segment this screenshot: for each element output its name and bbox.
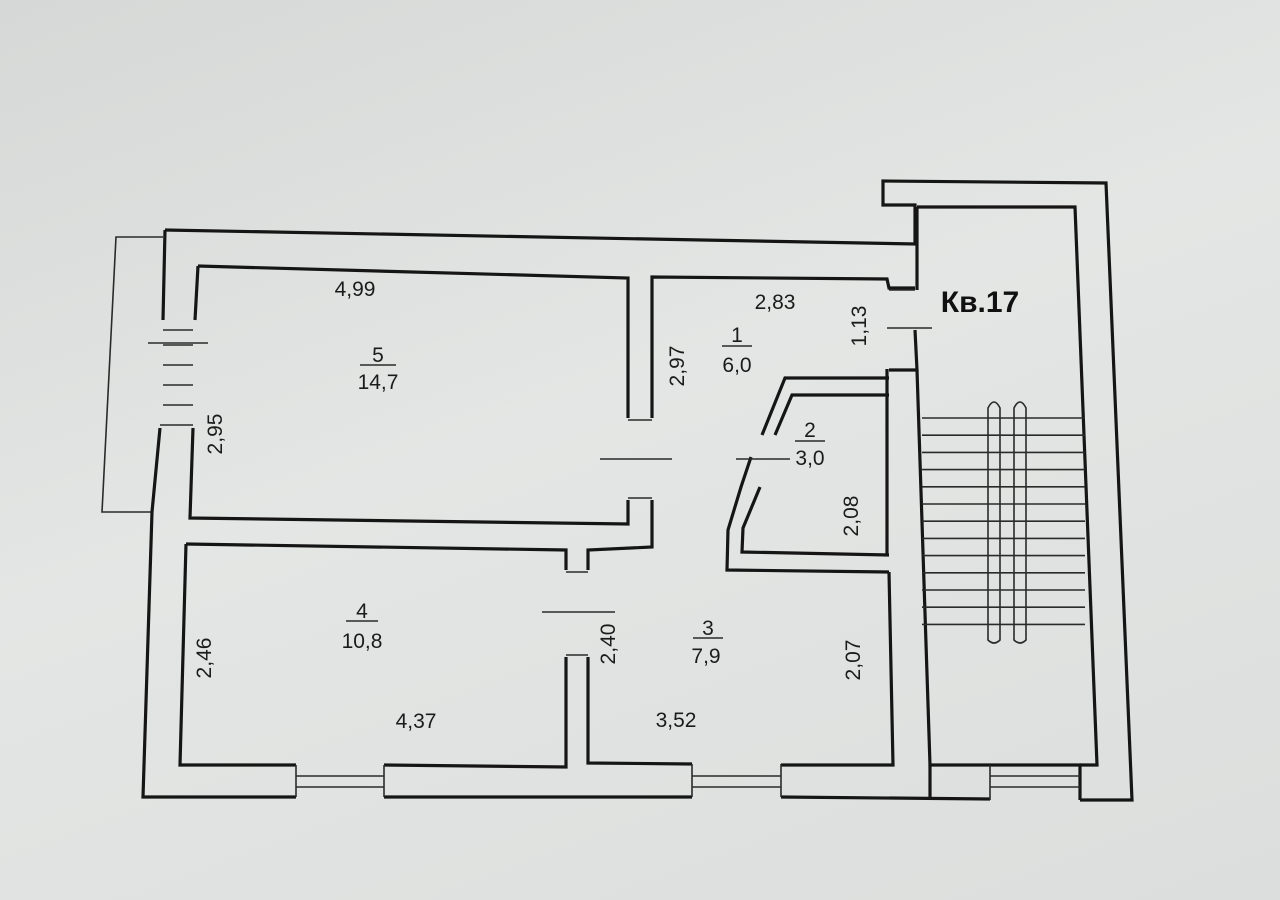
dim-room1-width: 2,83	[755, 291, 796, 314]
dim-room1-height: 2,97	[666, 346, 689, 387]
dim-room4-width: 4,37	[396, 710, 437, 733]
room-3	[586, 657, 693, 766]
outer-walls	[141, 179, 1134, 802]
room-2	[725, 376, 890, 574]
room-3-number: 3	[702, 617, 714, 640]
balcony	[101, 236, 163, 513]
room-2-area: 3,0	[795, 447, 824, 470]
dim-passage-width: 1,13	[848, 306, 871, 347]
dim-room5-width: 4,99	[335, 278, 376, 301]
dim-room3-depth: 2,40	[597, 624, 620, 665]
dim-room3-width: 3,52	[656, 709, 697, 732]
stair-rail	[1013, 401, 1027, 644]
room-5-area: 14,7	[358, 371, 399, 394]
room-4-area: 10,8	[342, 630, 383, 653]
dim-room3-height: 2,07	[842, 640, 865, 681]
doors	[542, 289, 932, 656]
dim-room5-height: 2,95	[204, 414, 227, 455]
room-1-area: 6,0	[722, 354, 751, 377]
staircase	[922, 401, 1085, 644]
room-4	[178, 542, 568, 769]
dim-room4-height: 2,46	[193, 638, 216, 679]
room-3-area: 7,9	[691, 645, 720, 668]
room-1-number: 1	[731, 324, 743, 347]
room-5-number: 5	[372, 344, 384, 367]
room-labels: 5 14,7 1 6,0 2 3,0 3 7,9 4 10,8	[342, 324, 825, 668]
room-5	[188, 264, 630, 526]
dimension-labels: 4,99 2,95 2,83 2,97 1,13 2,08 2,46 4,37 …	[193, 278, 871, 733]
room-4-number: 4	[356, 600, 368, 623]
room-2-number: 2	[804, 419, 816, 442]
dim-room2-height: 2,08	[840, 496, 863, 537]
apartment-label: Кв.17	[941, 286, 1019, 319]
stair-rail	[987, 401, 1001, 644]
windows	[148, 329, 1080, 800]
stair-wall	[781, 205, 1099, 800]
